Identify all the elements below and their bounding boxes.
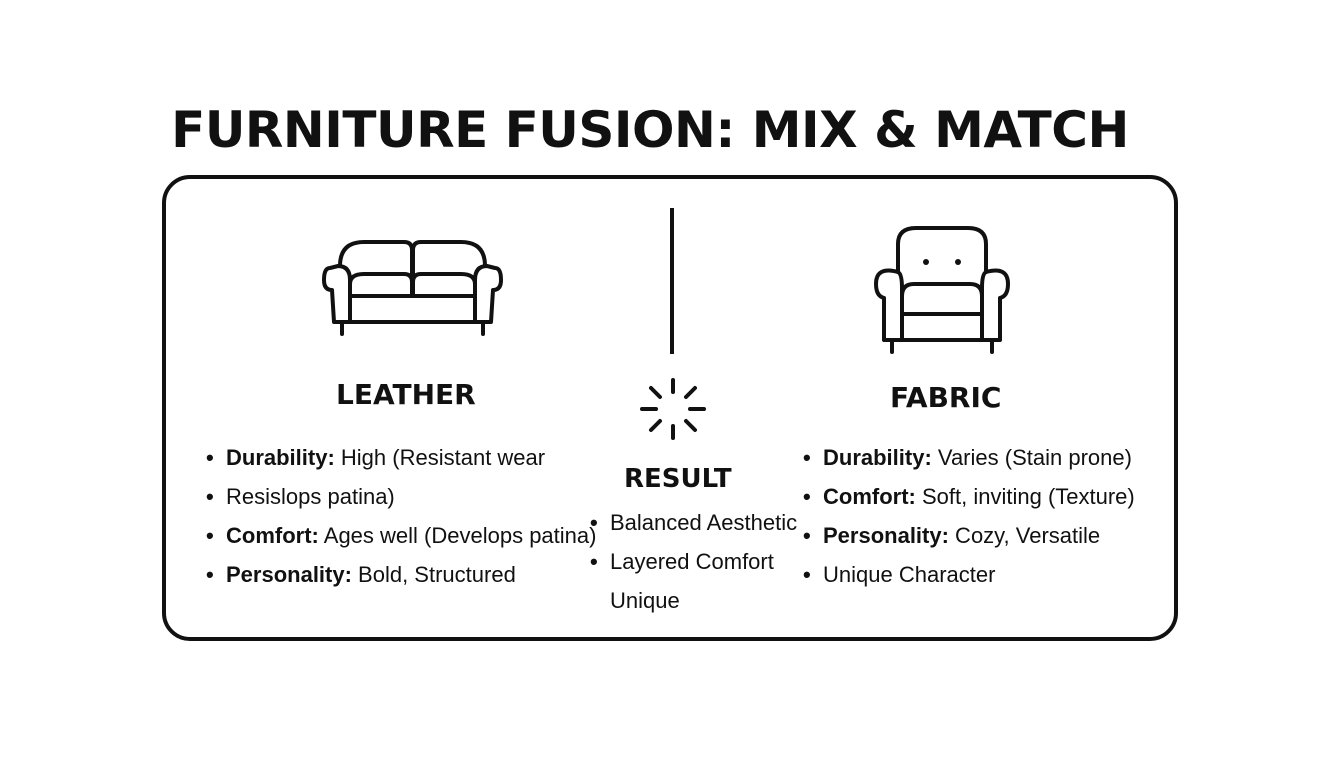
list-item: •Personality: Cozy, Versatile <box>803 523 1101 548</box>
list-item: •Comfort: Soft, inviting (Texture) <box>803 484 1135 509</box>
list-item: •Unique Character <box>803 562 996 587</box>
list-item: •Balanced Aesthetic <box>590 510 798 535</box>
leather-heading: LEATHER <box>336 378 476 411</box>
list-item: •Durability: High (Resistant wear <box>206 445 546 470</box>
leather-list: •Durability: High (Resistant wear •Resis… <box>206 438 597 594</box>
list-item: •Durability: Varies (Stain prone) <box>803 445 1132 470</box>
list-item: •Comfort: Ages well (Develops patina) <box>206 523 597 548</box>
list-item: •Resislops patina) <box>206 484 395 509</box>
list-item: •Personality: Bold, Structured <box>206 562 516 587</box>
armchair-icon <box>874 226 1010 354</box>
sparkle-icon <box>640 378 706 440</box>
list-item: Unique <box>610 588 680 613</box>
comparison-card <box>162 175 1178 641</box>
result-list: •Balanced Aesthetic •Layered Comfort Uni… <box>590 503 798 620</box>
fabric-list: •Durability: Varies (Stain prone) •Comfo… <box>803 438 1135 594</box>
center-divider <box>670 208 674 354</box>
fabric-heading: FABRIC <box>890 381 1002 414</box>
list-item: •Layered Comfort <box>590 549 774 574</box>
result-heading: RESULT <box>624 464 732 494</box>
sofa-icon <box>322 240 503 336</box>
page-title: FURNITURE FUSION: MIX & MATCH <box>171 101 1129 159</box>
